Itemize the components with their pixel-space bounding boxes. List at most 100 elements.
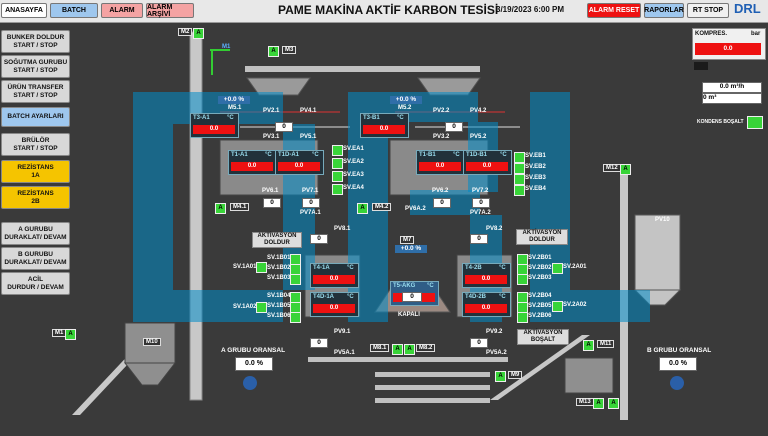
sidebar-b-gurubu-button[interactable]: B GURUBU DURAKLAT/ DEVAM	[1, 247, 70, 270]
sv-2b06-label: SV.2B06	[528, 313, 552, 319]
sv-2b03-label: SV.2B03	[528, 275, 552, 281]
nav-alarm-arsivi-button[interactable]: ALARM ARŞİVİ	[146, 3, 194, 18]
raporlar-button[interactable]: RAPORLAR	[644, 3, 684, 18]
sv-eb3-indicator[interactable]	[514, 174, 525, 185]
valve-pv5-2: PV5.2	[470, 134, 487, 140]
sv-eb4-indicator[interactable]	[514, 185, 525, 196]
motor-m1-top-label: M1	[222, 44, 231, 50]
valve-pv4-1: PV4.1	[300, 108, 317, 114]
sv-2a01-label: SV.2A01	[563, 264, 587, 270]
value-t5: 0	[402, 292, 422, 302]
motor-m12-indicator[interactable]: A	[620, 164, 631, 175]
motor-m9-indicator[interactable]: A	[495, 371, 506, 382]
compressor-unit: bar	[751, 31, 761, 37]
sv-2a01-indicator[interactable]	[552, 263, 563, 274]
sidebar-a-gurubu-button[interactable]: A GURUBU DURAKLAT/ DEVAM	[1, 222, 70, 245]
motor-m3-indicator[interactable]: A	[268, 46, 279, 57]
sv-1b04-label: SV.1B04	[267, 293, 291, 299]
sv-ea1-label: SV.EA1	[343, 146, 364, 152]
nav-alarm-button[interactable]: ALARM	[101, 3, 143, 18]
compressor-label: KOMPRES.	[695, 31, 728, 37]
sv-1b05-label: SV.1B05	[267, 303, 291, 309]
sv-2a02-indicator[interactable]	[552, 301, 563, 312]
sidebar-batch-ayarlari-button[interactable]: BATCH AYARLARI	[1, 107, 70, 127]
sv-1b03-indicator[interactable]	[290, 274, 301, 285]
sv-1a01-label: SV.1A01	[233, 264, 257, 270]
motor-m1-indicator[interactable]: A	[65, 329, 76, 340]
b-grubu-oransal-value[interactable]: 0.0 %	[659, 357, 697, 371]
aktivasyon-bosalt-button[interactable]: AKTİVASYON BOŞALT	[517, 329, 569, 345]
a-grubu-oransal-value[interactable]: 0.0 %	[235, 357, 273, 371]
sidebar-rezistans-1a-button[interactable]: REZİSTANS 1A	[1, 160, 70, 183]
compressor-panel: KOMPRES. bar 0.0	[692, 28, 766, 60]
sv-2b03-indicator[interactable]	[517, 274, 528, 285]
sv-1b06-indicator[interactable]	[290, 312, 301, 323]
motor-m2-indicator[interactable]: A	[193, 28, 204, 39]
motor-m8-1-indicator[interactable]: A	[392, 344, 403, 355]
watermark-d-stem	[133, 92, 173, 322]
value-pv7-1: 0	[302, 198, 320, 208]
sidebar-acil-durdur-button[interactable]: ACİL DURDUR / DEVAM	[1, 272, 70, 295]
motor-m2-label: M2	[178, 28, 193, 36]
value-pv9-1: 0	[310, 338, 328, 348]
kondens-label: KONDENS BOŞALT	[697, 119, 744, 125]
motor-m13-indicator[interactable]: A	[593, 398, 604, 409]
sv-ea4-indicator[interactable]	[332, 184, 343, 195]
conveyor-m8	[308, 357, 508, 362]
compressor-value: 0.0	[695, 43, 761, 55]
value-pv6-1: 0	[263, 198, 281, 208]
aktivasyon-doldur-b-button[interactable]: AKTİVASYON DOLDUR	[516, 229, 568, 245]
watermark-l-base	[570, 290, 650, 322]
rt-stop-button[interactable]: RT STOP	[687, 3, 729, 18]
nav-batch-button[interactable]: BATCH	[50, 3, 98, 18]
sv-1a02-indicator[interactable]	[256, 302, 267, 313]
alarm-reset-button[interactable]: ALARM RESET	[587, 3, 641, 18]
value-pv9-2: 0	[470, 338, 488, 348]
sidebar-brulor-button[interactable]: BRÜLÖR START / STOP	[1, 133, 70, 156]
sv-ea1-indicator[interactable]	[332, 145, 343, 156]
sv-ea3-indicator[interactable]	[332, 171, 343, 182]
sidebar-sogutma-button[interactable]: SOĞUTMA GURUBU START / STOP	[1, 55, 70, 78]
motor-m4-2-indicator[interactable]: A	[357, 203, 368, 214]
sv-2b05-label: SV.2B05	[528, 303, 552, 309]
sidebar-bunker-doldur-button[interactable]: BUNKER DOLDUR START / STOP	[1, 30, 70, 53]
valve-pv10: PV10	[655, 217, 670, 223]
sv-2b06-indicator[interactable]	[517, 312, 528, 323]
sv-eb3-label: SV.EB3	[525, 175, 546, 181]
nav-anasayfa-button[interactable]: ANASAYFA	[1, 3, 47, 18]
sidebar-urun-transfer-button[interactable]: ÜRÜN TRANSFER START / STOP	[1, 80, 70, 103]
percent-display-1: +0.0 %	[218, 96, 250, 104]
sv-2b01-label: SV.2B01	[528, 255, 552, 261]
value-pv6-2: 0	[433, 198, 451, 208]
motor-m11-label: M11	[597, 340, 615, 348]
motor-m11-indicator[interactable]: A	[583, 340, 594, 351]
kondens-indicator[interactable]	[747, 116, 763, 129]
sv-2b02-label: SV.2B02	[528, 265, 552, 271]
motor-m8-2-indicator[interactable]: A	[404, 344, 415, 355]
sv-ea2-indicator[interactable]	[332, 158, 343, 169]
aktivasyon-doldur-a-button[interactable]: AKTİVASYON DOLDUR	[252, 232, 302, 248]
valve-pv7-2: PV7.2	[472, 188, 489, 194]
motor-m13-indicator-2[interactable]: A	[608, 398, 619, 409]
sv-1a01-indicator[interactable]	[256, 262, 267, 273]
conveyor-m9-2	[375, 385, 490, 390]
compressor-status	[694, 62, 708, 70]
watermark-l-stem	[530, 92, 570, 322]
sv-ea4-label: SV.EA4	[343, 185, 364, 191]
motor-m4-1-indicator[interactable]: A	[215, 203, 226, 214]
valve-pv6-2: PV6.2	[432, 188, 449, 194]
sv-1a02-label: SV.1A02	[233, 304, 257, 310]
sidebar-rezistans-2b-button[interactable]: REZİSTANS 2B	[1, 186, 70, 209]
sv-eb2-indicator[interactable]	[514, 163, 525, 174]
sv-eb1-indicator[interactable]	[514, 152, 525, 163]
kapali-status: KAPALI	[398, 312, 420, 318]
flow-total-value: 0 m³	[702, 93, 762, 104]
motor-m13-label: M13	[576, 398, 594, 406]
motor-m5-1-label: M5.1	[228, 105, 242, 111]
